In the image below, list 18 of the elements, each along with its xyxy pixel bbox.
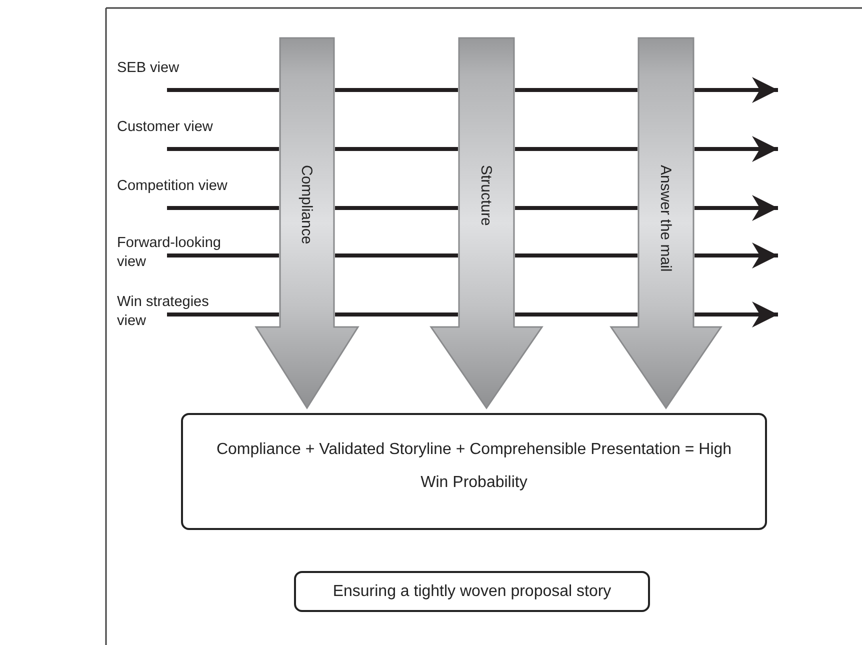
arrow: [165, 242, 780, 268]
arrow: [165, 302, 780, 328]
arrow: [165, 77, 780, 103]
arrow-label: Structure: [478, 165, 494, 226]
view-label: SEB view: [117, 59, 192, 79]
down-block-arrow: [611, 38, 721, 408]
down-block-arrow: [256, 38, 358, 408]
view-label: Win strategies view: [117, 293, 239, 332]
caption-box: Ensuring a tightly woven proposal story: [294, 571, 650, 612]
view-label: Forward-looking view: [117, 234, 239, 273]
arrow-label: Compliance: [299, 165, 314, 244]
arrow: [165, 195, 780, 221]
arrow: [165, 136, 780, 162]
result-box: Compliance + Validated Storyline + Comprehensible Presentation = High Win Probability: [181, 413, 767, 530]
view-label: Competition view: [117, 177, 242, 197]
view-label: Customer view: [117, 118, 227, 138]
down-block-arrow: [431, 38, 542, 408]
arrow-label: Answer the mail: [658, 165, 673, 272]
